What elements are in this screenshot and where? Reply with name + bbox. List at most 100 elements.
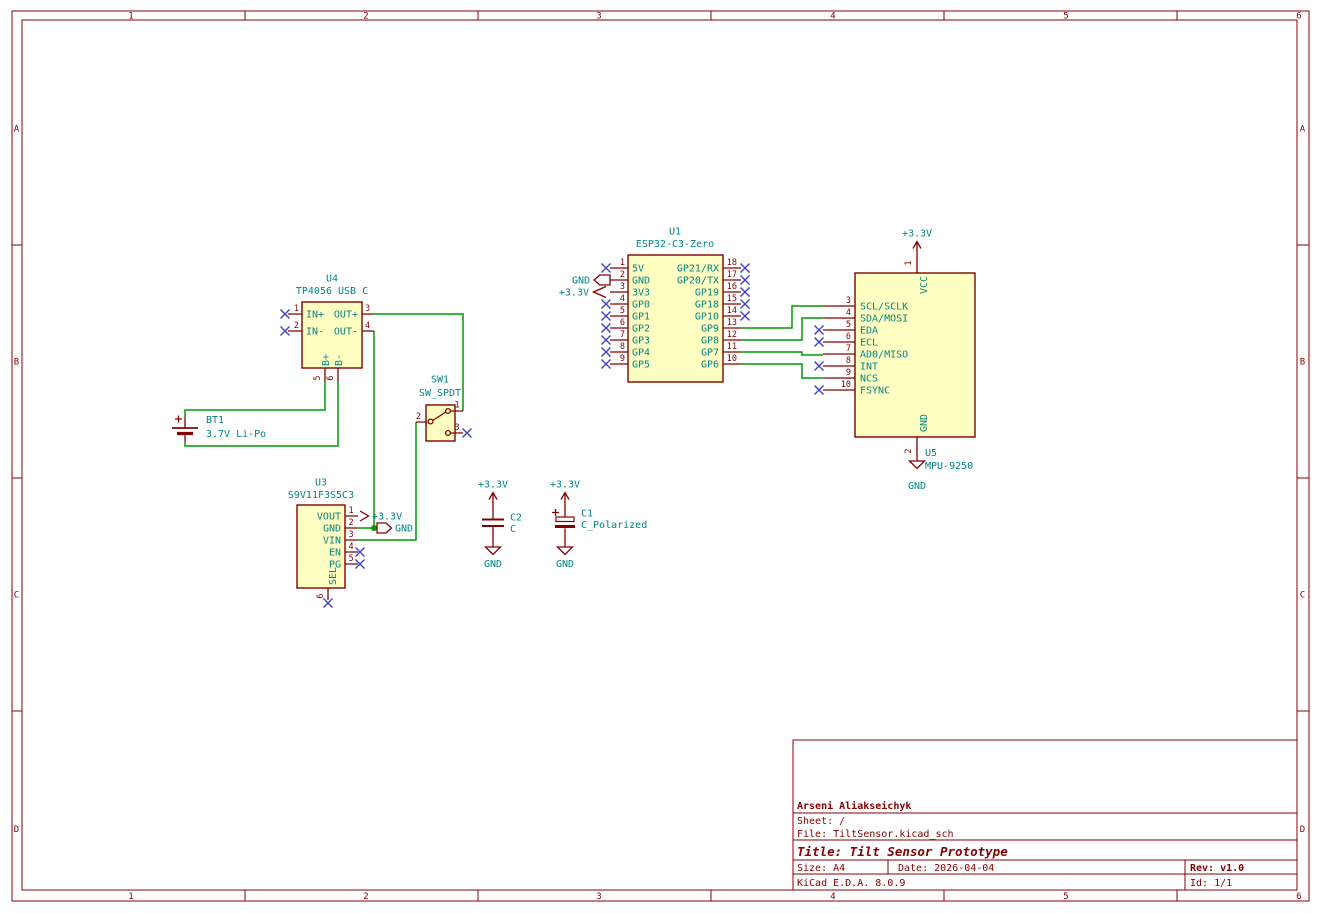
pin-name: B+ bbox=[321, 354, 332, 366]
wire[interactable] bbox=[741, 363, 823, 379]
no-connect-x[interactable] bbox=[814, 325, 824, 395]
component-c1[interactable]: +3.3V GND C1 C_Polarized bbox=[550, 480, 647, 571]
global-label-text: GND bbox=[395, 524, 413, 535]
global-label-3v3[interactable]: +3.3V bbox=[359, 510, 402, 523]
pin-name: GP3 bbox=[632, 336, 650, 347]
value[interactable]: ESP32-C3-Zero bbox=[636, 239, 714, 250]
no-connect-x[interactable] bbox=[323, 547, 365, 608]
pin-name: VCC bbox=[919, 276, 930, 294]
wire[interactable] bbox=[357, 422, 417, 541]
pin-name: GP20/TX bbox=[677, 276, 719, 287]
pin-name: GND bbox=[632, 276, 650, 287]
id-text: Id: 1/1 bbox=[1190, 878, 1232, 889]
component-u1[interactable]: U1 ESP32-C3-Zero 1 2 3 4 5 6 7 8 9 5V GN… bbox=[601, 227, 750, 383]
title-block-grid bbox=[793, 812, 1297, 890]
no-connect-x[interactable] bbox=[280, 309, 290, 336]
pin-name: FSYNC bbox=[860, 386, 890, 397]
column-label: 3 bbox=[596, 12, 601, 22]
value[interactable]: TP4056 USB C bbox=[296, 286, 368, 297]
global-label-3v3[interactable]: +3.3V bbox=[559, 285, 607, 299]
component-body[interactable] bbox=[854, 272, 976, 438]
title-block[interactable]: Arseni Aliakseichyk Sheet: / File: TiltS… bbox=[792, 739, 1298, 891]
pin-name: NCS bbox=[860, 374, 878, 385]
column-label: 4 bbox=[830, 12, 835, 22]
component-u4[interactable]: U4 TP4056 USB C 1 2 IN+ IN- 3 4 OUT+ OUT… bbox=[280, 274, 375, 383]
pin-stubs bbox=[610, 267, 741, 365]
column-label: 1 bbox=[128, 892, 133, 902]
pin-number: 16 bbox=[727, 282, 737, 292]
ref[interactable]: U5 bbox=[925, 448, 937, 459]
component-body[interactable] bbox=[627, 254, 724, 383]
switch-contact bbox=[444, 429, 452, 437]
pin-name: OUT+ bbox=[334, 310, 358, 321]
wire[interactable] bbox=[184, 382, 326, 417]
pin-number: 18 bbox=[727, 258, 737, 268]
row-label: D bbox=[14, 825, 19, 835]
switch-contact bbox=[427, 418, 434, 425]
ref[interactable]: SW1 bbox=[431, 375, 449, 386]
pin-name: GP5 bbox=[632, 360, 650, 371]
column-label: 1 bbox=[128, 12, 133, 22]
component-c2[interactable]: +3.3V GND C2 C bbox=[478, 480, 522, 571]
wire[interactable] bbox=[741, 351, 823, 356]
global-label-shape bbox=[591, 285, 607, 299]
wires[interactable] bbox=[184, 305, 823, 541]
ref[interactable]: U4 bbox=[326, 274, 338, 285]
sheet-text: Sheet: / bbox=[797, 816, 845, 827]
wire[interactable] bbox=[741, 317, 823, 341]
pin-stubs bbox=[288, 313, 374, 382]
global-label-gnd[interactable]: GND bbox=[572, 274, 611, 287]
ref[interactable]: U3 bbox=[315, 478, 327, 489]
power-arrow-up bbox=[912, 240, 922, 249]
pin-stubs bbox=[823, 241, 918, 461]
global-label-shape bbox=[592, 274, 611, 286]
power-flag-gnd[interactable]: GND bbox=[484, 559, 502, 570]
power-flag-gnd[interactable]: GND bbox=[556, 559, 574, 570]
value[interactable]: SW_SPDT bbox=[419, 388, 461, 399]
column-label: 6 bbox=[1296, 892, 1301, 902]
global-label-shape bbox=[359, 510, 370, 522]
pin-number: 3 bbox=[454, 423, 459, 433]
value[interactable]: 3.7V Li-Po bbox=[206, 429, 266, 440]
global-label-shape bbox=[376, 522, 393, 534]
ref[interactable]: U1 bbox=[669, 227, 681, 238]
column-label: 2 bbox=[363, 892, 368, 902]
author-text: Arseni Aliakseichyk bbox=[797, 800, 911, 812]
pin-name: GP6 bbox=[701, 360, 719, 371]
pin-number: 6 bbox=[846, 332, 851, 342]
wire[interactable] bbox=[184, 382, 339, 447]
value[interactable]: C_Polarized bbox=[581, 520, 647, 531]
title-block-border bbox=[792, 739, 1298, 891]
value[interactable]: S9V11F3S5C3 bbox=[288, 490, 354, 501]
value[interactable]: C bbox=[510, 524, 516, 535]
component-u5[interactable]: +3.3V GND U5 MPU-9250 1 VCC 2 GND 3 4 5 … bbox=[814, 229, 976, 493]
power-flag-3v3[interactable]: +3.3V bbox=[902, 229, 932, 240]
row-label: D bbox=[1300, 825, 1305, 835]
component-body[interactable] bbox=[301, 301, 363, 369]
pin-number: 2 bbox=[620, 270, 625, 280]
wire[interactable] bbox=[741, 305, 823, 329]
power-flag-3v3[interactable]: +3.3V bbox=[478, 480, 508, 491]
component-bt1[interactable]: BT1 3.7V Li-Po bbox=[172, 415, 266, 441]
component-sw1[interactable]: SW1 SW_SPDT 1 2 3 bbox=[416, 375, 472, 442]
value[interactable]: MPU-9250 bbox=[925, 461, 973, 472]
ref[interactable]: C1 bbox=[581, 509, 593, 520]
pin-name: B- bbox=[334, 354, 345, 366]
column-label: 5 bbox=[1063, 892, 1068, 902]
pin-number: 2 bbox=[904, 448, 914, 453]
power-flag-gnd[interactable]: GND bbox=[908, 481, 926, 492]
pin-number: 4 bbox=[846, 308, 851, 318]
global-label-gnd[interactable]: GND bbox=[376, 522, 413, 535]
component-body[interactable] bbox=[296, 504, 346, 589]
ref[interactable]: BT1 bbox=[206, 415, 224, 426]
column-label: 2 bbox=[363, 12, 368, 22]
no-connect-x[interactable] bbox=[462, 428, 472, 438]
power-flag-3v3[interactable]: +3.3V bbox=[550, 480, 580, 491]
ref[interactable]: C2 bbox=[510, 513, 522, 524]
pin-name: OUT- bbox=[334, 327, 358, 338]
pin-number: 4 bbox=[620, 294, 625, 304]
wire[interactable] bbox=[374, 313, 464, 411]
component-u3[interactable]: U3 S9V11F3S5C3 1 2 3 4 5 VOUT GND VIN EN… bbox=[288, 478, 365, 608]
no-connect-x[interactable] bbox=[601, 263, 750, 369]
